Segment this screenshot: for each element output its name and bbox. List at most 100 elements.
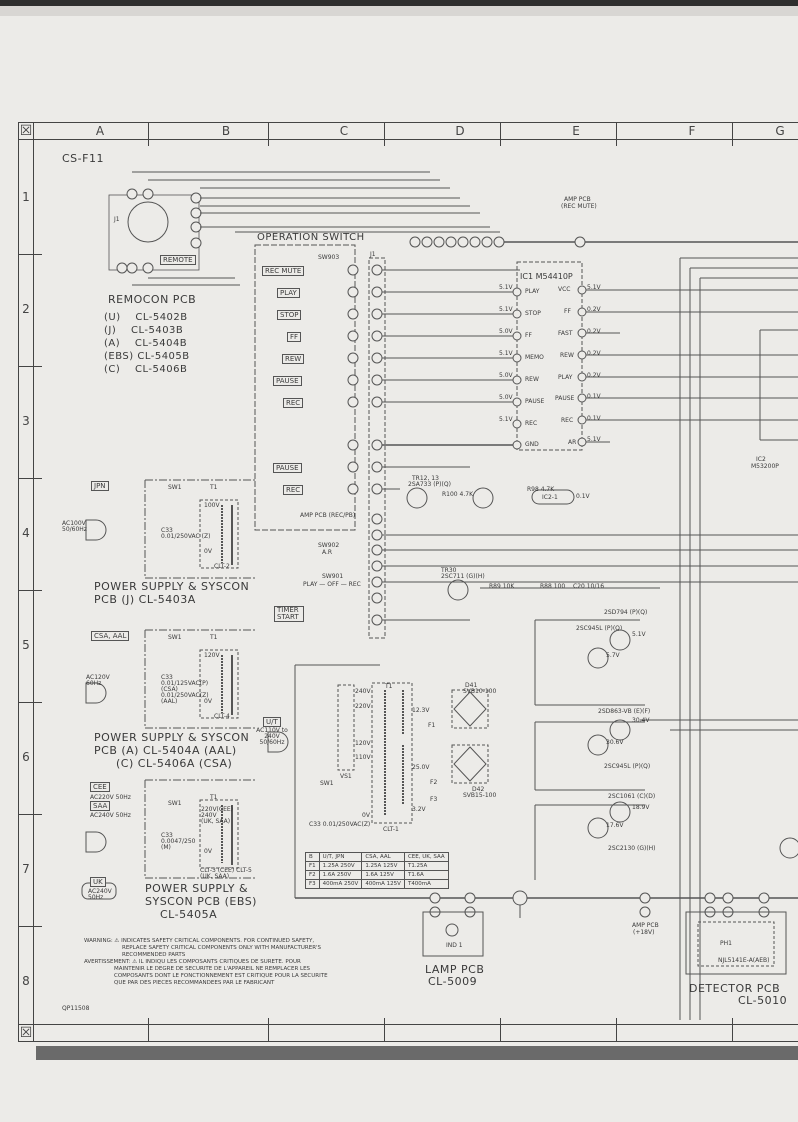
voltage-label: 5.1V	[499, 306, 513, 313]
ebs-c33: C33 0.0047/250 (M)	[161, 832, 196, 851]
voltage-label: 5.1V	[499, 350, 513, 357]
csa-aal-tag: CSA, AAL	[91, 631, 130, 641]
column-footer-bar	[18, 1024, 798, 1042]
voltage-label: 5.1V	[587, 436, 601, 443]
col-divider	[732, 1018, 733, 1042]
ic1-pin-8: GND	[525, 441, 539, 448]
voltage-label: 5.1V	[632, 631, 646, 638]
csa-sw1: SW1	[168, 634, 182, 641]
row-label-6: 6	[22, 750, 30, 764]
ebs-220v-tap: 220V(CEE)	[201, 806, 234, 813]
c20-label: C20 10/16	[573, 583, 605, 590]
column-label-e: E	[572, 124, 580, 138]
play-button: PLAY	[277, 288, 300, 298]
remocon-pcb-title: REMOCON PCB	[108, 293, 197, 306]
col-divider	[268, 1018, 269, 1042]
sw902-sub-label: A.R	[322, 549, 333, 556]
ic1-pin-13: REW	[560, 352, 574, 359]
row-label-5: 5	[22, 638, 30, 652]
sec-12v: 12.3V	[412, 707, 430, 714]
vs1-label: VS1	[340, 773, 352, 780]
detector-pcb-title: DETECTOR PCB	[689, 982, 781, 995]
ic1-pin-12: PLAY	[558, 374, 573, 381]
ebs-sw1: SW1	[168, 800, 182, 807]
row-divider	[18, 478, 42, 479]
column-label-g: G	[775, 124, 785, 138]
csa-title-3: (C) CL-5406A (CSA)	[116, 757, 233, 770]
ut-sw1: SW1	[320, 780, 334, 787]
column-label-a: A	[95, 124, 105, 138]
voltage-label: 0.2V	[587, 328, 601, 335]
warning-text: WARNING: ⚠ INDICATES SAFETY CRITICAL COM…	[84, 938, 315, 944]
tr32-label: 2SC945L (P)(Q)	[576, 625, 623, 632]
ebs-title-3: CL-5405A	[160, 908, 218, 921]
sheet-frame	[18, 122, 798, 1042]
ebs-240v-tap: 240V (UK, SAA)	[201, 812, 231, 825]
voltage-label: 5.0V	[499, 394, 513, 401]
ic1-pin-10: REC	[561, 417, 574, 424]
corner-cross-icon: ☒	[19, 1025, 33, 1041]
voltage-label: 5.1V	[499, 416, 513, 423]
sw902-label: SW902	[318, 542, 340, 549]
sw903-label: SW903	[318, 254, 340, 261]
ic1-pin-7: REC	[525, 420, 538, 427]
table-header: CEE, UK, SAA	[403, 852, 449, 862]
jpn-100v: 100V	[204, 502, 220, 509]
jpn-c33: C33 0.01/250VAC (Z)	[161, 527, 211, 540]
tap-120v: 120V	[355, 740, 371, 747]
lamp-pcb-title: LAMP PCB	[425, 963, 485, 976]
variant-row: (U) CL-5402B	[104, 312, 188, 323]
tap-220v: 220V	[355, 703, 371, 710]
row-divider	[18, 926, 42, 927]
detector-pcb-part: CL-5010	[738, 994, 788, 1007]
table-header: U/T, JPN	[318, 852, 363, 862]
ebs-t1: T1	[210, 794, 218, 801]
r88-label: R88 100	[540, 583, 566, 590]
ebs-title-1: POWER SUPPLY &	[145, 882, 249, 895]
uk-ac-spec: AC240V 50Hz	[88, 888, 112, 901]
amp-pcb-18v-sub: (+18V)	[633, 929, 655, 936]
voltage-label: 0.2V	[587, 306, 601, 313]
col-divider	[148, 122, 149, 146]
ic1-pin-6: PAUSE	[525, 398, 545, 405]
column-header-bar	[18, 122, 798, 140]
sheet-code: QP11508	[62, 1005, 90, 1012]
row-header-bar	[18, 122, 34, 1042]
amp-pcb-rec-mute-label: (REC MUTE)	[561, 203, 597, 210]
table-header: CSA, AAL	[361, 852, 405, 862]
saa-tag: SAA	[90, 801, 111, 811]
col-divider	[500, 122, 501, 146]
scan-top-shadow	[0, 6, 798, 16]
warning-text: QUE PAR DES PIECES RECOMMANDEES PAR LE F…	[114, 980, 275, 986]
column-label-f: F	[688, 124, 696, 138]
ic1-pin-14: FAST	[558, 330, 573, 337]
r89-label: R89 10K	[489, 583, 515, 590]
variant-row: (C) CL-5406B	[104, 364, 188, 375]
ic1-pin-11: PAUSE	[555, 395, 575, 402]
jpn-title-2: PCB (J) CL-5403A	[94, 593, 196, 606]
voltage-label: 5.7V	[606, 652, 620, 659]
row-label-3: 3	[22, 414, 30, 428]
ic1-pin-3: FF	[525, 332, 532, 339]
schematic-sheet: ☒ ☒ A B C D E F G 1 2 3 4 5 6 7 8	[18, 122, 798, 1050]
col-divider	[616, 122, 617, 146]
sw901-label: SW901	[322, 573, 344, 580]
tr36-label: 2SC2130 (G)(H)	[608, 845, 656, 852]
col-divider	[500, 1018, 501, 1042]
warning-text: RECOMMENDED PARTS	[122, 952, 186, 958]
voltage-label: 30.4V	[632, 717, 650, 724]
sec-25v: 25.0V	[412, 764, 430, 771]
jpn-title-1: POWER SUPPLY & SYSCON	[94, 580, 250, 593]
tr12-13-label: TR12, 13	[412, 475, 439, 482]
csa-120v: 120V	[204, 652, 220, 659]
column-label-d: D	[455, 124, 465, 138]
row-divider	[18, 702, 42, 703]
tr12-13-part: 2SA733 (P)(Q)	[408, 481, 451, 488]
r100-label: R100 4.7K	[442, 491, 474, 498]
row-divider	[18, 254, 42, 255]
col-divider	[616, 1018, 617, 1042]
